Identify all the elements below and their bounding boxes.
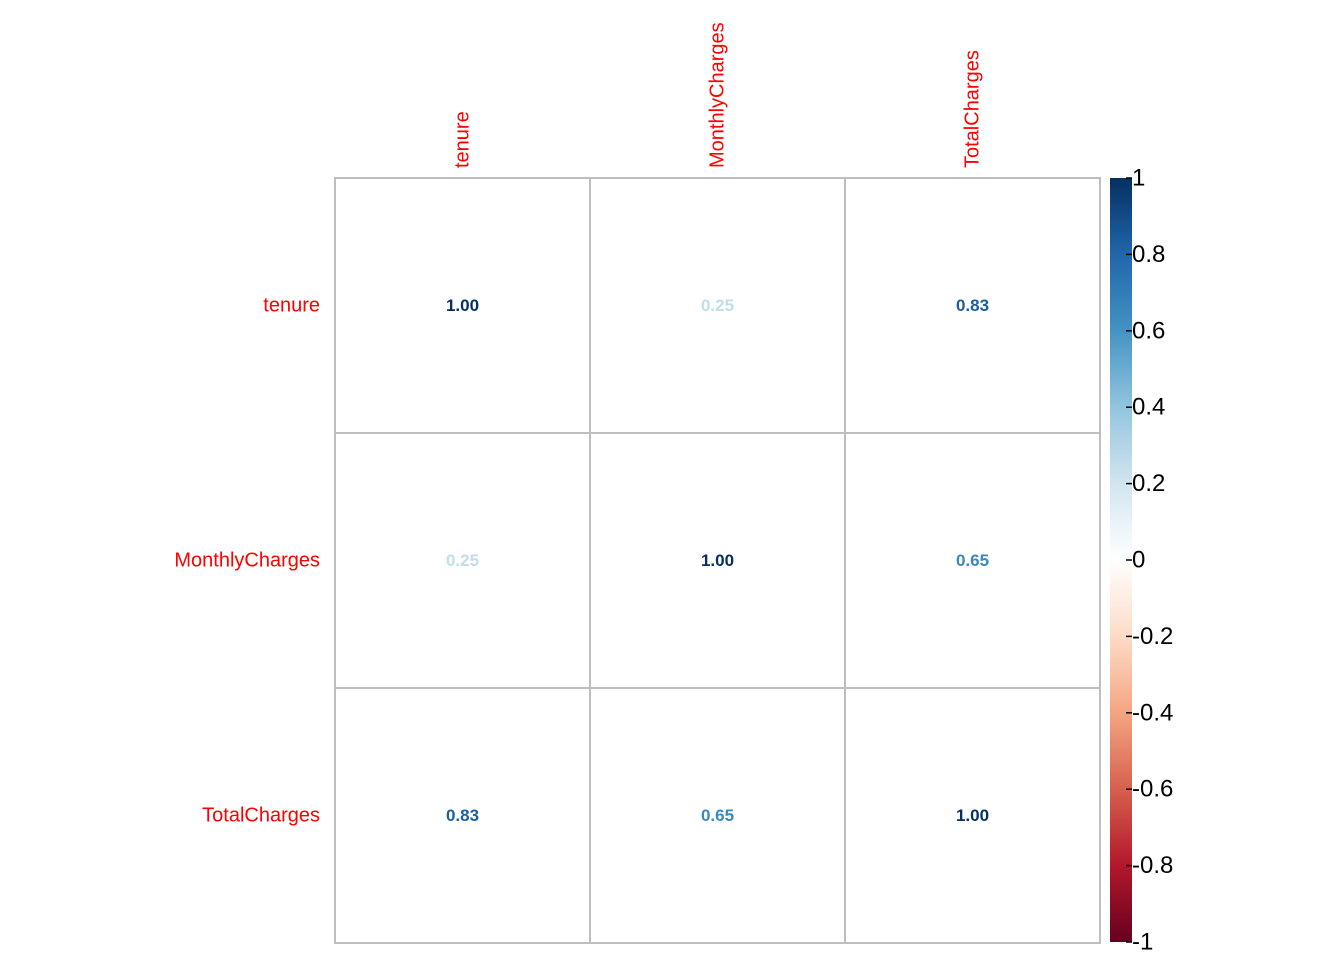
colorbar-tick-label: 0.6 <box>1132 317 1165 344</box>
colorbar-gradient <box>1110 178 1132 942</box>
colorbar-tick-label: -0.2 <box>1132 623 1173 650</box>
cell-value-label: 0.25 <box>701 296 734 315</box>
colorbar-tick-label: -0.6 <box>1132 776 1173 803</box>
cell-value-label: 0.65 <box>701 806 734 825</box>
heatmap-cell-TotalCharges-TotalCharges <box>844 687 1101 944</box>
heatmap-cell-MonthlyCharges-TotalCharges <box>844 432 1101 689</box>
cell-value-label: 0.83 <box>446 806 479 825</box>
heatmap-cell-tenure-MonthlyCharges <box>589 177 846 434</box>
row-label-MonthlyCharges: MonthlyCharges <box>174 550 320 572</box>
colorbar-legend: 1 0.8 0.6 0.4 0.2 0 -0.2 -0.4 -0.6 -0.8 -1 <box>1110 165 1173 956</box>
heatmap-value-labels: 1.00 0.25 0.83 0.25 1.00 0.65 0.83 0.65 1.00 <box>446 296 989 825</box>
heatmap-cell-TotalCharges-tenure <box>334 687 591 944</box>
cell-value-label: 1.00 <box>701 551 734 570</box>
heatmap-cell-tenure-tenure <box>334 177 591 434</box>
heatmap-cell-MonthlyCharges-MonthlyCharges <box>589 432 846 689</box>
column-label-MonthlyCharges: MonthlyCharges <box>707 22 729 168</box>
colorbar-tick-label: 1 <box>1132 165 1145 192</box>
colorbar-tick-label: -1 <box>1132 929 1153 956</box>
cell-value-label: 1.00 <box>446 296 479 315</box>
heatmap-cell-MonthlyCharges-tenure <box>334 432 591 689</box>
colorbar-tick-label: 0.4 <box>1132 394 1165 421</box>
column-label-TotalCharges: TotalCharges <box>962 50 984 168</box>
heatmap-cells <box>334 177 1101 944</box>
cell-value-label: 0.65 <box>956 551 989 570</box>
heatmap-cell-TotalCharges-MonthlyCharges <box>589 687 846 944</box>
colorbar-tick-label: -0.8 <box>1132 852 1173 879</box>
row-label-tenure: tenure <box>263 295 320 317</box>
colorbar-tick-label: 0.8 <box>1132 241 1165 268</box>
cell-value-label: 0.25 <box>446 551 479 570</box>
colorbar-tick-label: -0.4 <box>1132 699 1173 726</box>
cell-value-label: 0.83 <box>956 296 989 315</box>
colorbar-tick-label: 0.2 <box>1132 470 1165 497</box>
row-label-TotalCharges: TotalCharges <box>202 805 320 827</box>
colorbar-tick-label: 0 <box>1132 547 1145 574</box>
cell-value-label: 1.00 <box>956 806 989 825</box>
heatmap-cell-tenure-TotalCharges <box>844 177 1101 434</box>
column-label-tenure: tenure <box>452 111 474 168</box>
column-labels: tenure MonthlyCharges TotalCharges <box>452 22 984 168</box>
